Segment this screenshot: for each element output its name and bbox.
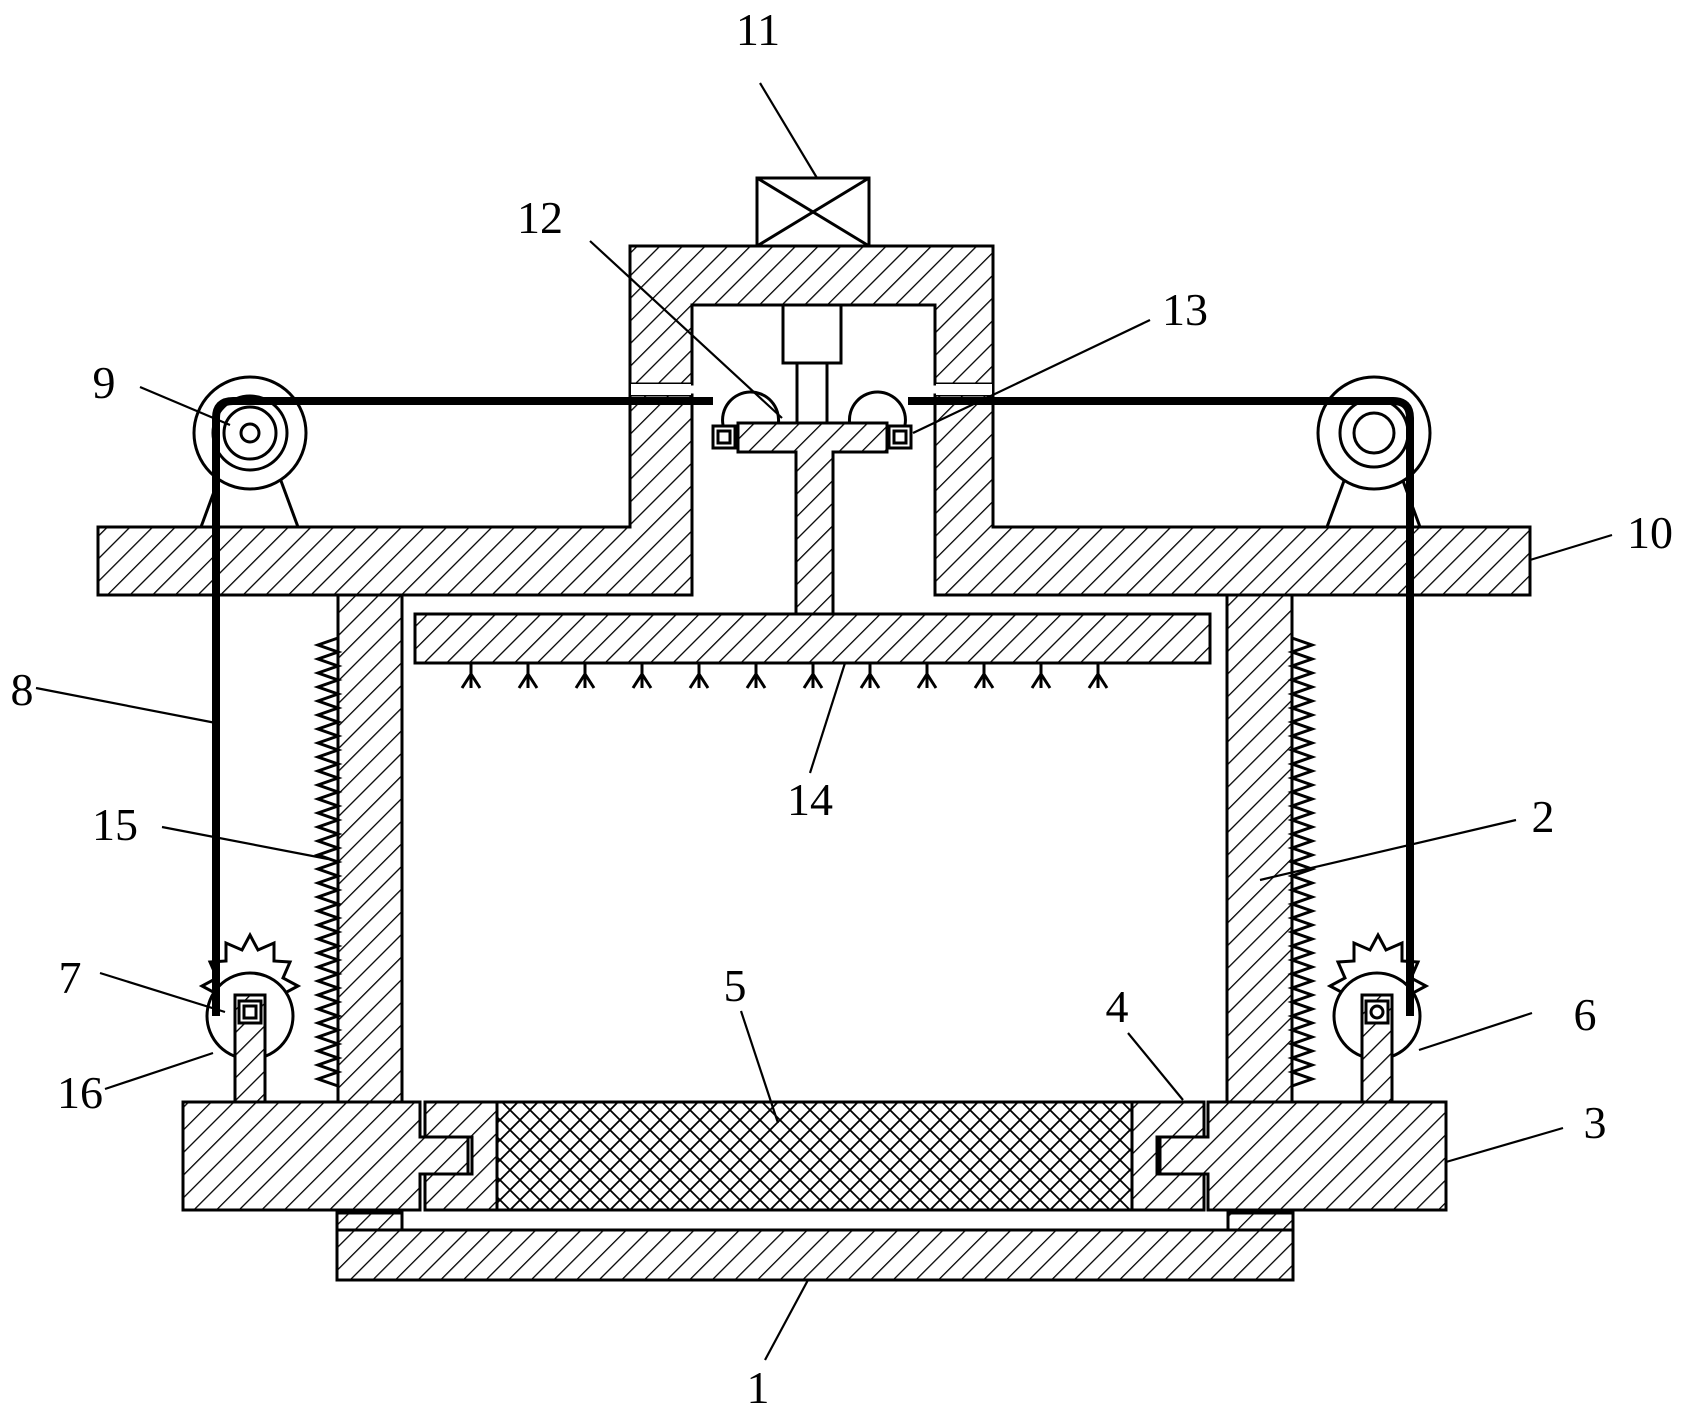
label-9: 9 xyxy=(93,357,116,408)
box-walls xyxy=(336,593,1294,1104)
lifting-bracket xyxy=(736,421,889,616)
label-16: 16 xyxy=(57,1067,103,1118)
motor xyxy=(755,176,871,248)
gear-right xyxy=(1326,931,1430,1104)
label-12: 12 xyxy=(517,192,563,243)
label-3: 3 xyxy=(1584,1097,1607,1148)
label-4: 4 xyxy=(1106,981,1129,1032)
label-14: 14 xyxy=(787,774,833,825)
gear-left xyxy=(198,931,302,1104)
spray-nozzles xyxy=(460,661,1109,690)
label-13: 13 xyxy=(1162,284,1208,335)
label-15: 15 xyxy=(92,799,138,850)
rack-left xyxy=(313,636,343,1088)
label-11: 11 xyxy=(736,4,780,55)
pulley-12 xyxy=(711,390,781,450)
support-plate xyxy=(181,1100,1448,1212)
base-plate xyxy=(335,1211,1295,1282)
label-7: 7 xyxy=(59,952,82,1003)
leader-lines xyxy=(35,82,1613,1361)
filter-mesh xyxy=(495,1100,1134,1212)
label-10: 10 xyxy=(1627,507,1673,558)
label-2: 2 xyxy=(1532,791,1555,842)
rack-right xyxy=(1287,636,1317,1088)
belt-right xyxy=(908,397,1414,1016)
spray-plate xyxy=(413,612,1212,665)
label-8: 8 xyxy=(11,664,34,715)
labels: 1 2 3 4 5 6 7 8 9 10 11 12 13 14 15 16 xyxy=(11,4,1674,1413)
label-5: 5 xyxy=(724,960,747,1011)
label-1: 1 xyxy=(747,1362,770,1413)
cylinder xyxy=(781,303,843,425)
label-6: 6 xyxy=(1574,989,1597,1040)
